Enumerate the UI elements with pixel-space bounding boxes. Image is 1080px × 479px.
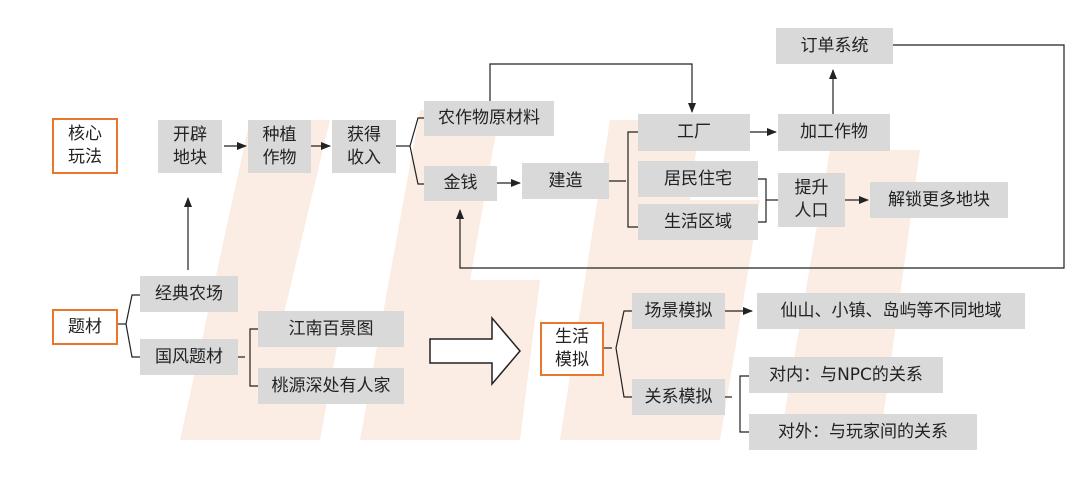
order-system-box: 订单系统 [776,28,893,64]
plant-crops-box: 种植 作物 [248,120,311,173]
big-hollow-arrow [429,315,521,387]
gain-income-box: 获得 收入 [332,120,396,173]
unlock-land-box: 解锁更多地块 [870,182,1008,218]
residential-box: 居民住宅 [638,161,758,197]
scene-examples-box: 仙山、小镇、岛屿等不同地域 [757,293,1025,329]
theme-label: 题材 [52,309,118,345]
factory-box: 工厂 [638,114,750,151]
peach-spring-box: 桃源深处有人家 [258,368,404,404]
scene-sim-box: 场景模拟 [632,293,725,329]
classic-farm-box: 经典农场 [140,276,238,312]
life-sim-label: 生活 模拟 [540,322,604,376]
build-box: 建造 [522,163,609,199]
money-box: 金钱 [424,166,497,201]
processed-crops-box: 加工作物 [778,114,890,151]
raise-population-box: 提升 人口 [778,173,845,227]
internal-relation-box: 对内：与NPC的关系 [749,357,943,393]
living-area-box: 生活区域 [638,204,758,240]
national-style-box: 国风题材 [140,339,238,375]
external-relation-box: 对外：与玩家间的关系 [749,414,977,450]
relation-sim-box: 关系模拟 [632,379,725,415]
jiangnan-box: 江南百景图 [258,311,404,347]
clear-land-box: 开辟 地块 [158,120,222,173]
core-gameplay-label: 核心 玩法 [52,118,118,174]
crop-materials-box: 农作物原材料 [424,101,554,136]
